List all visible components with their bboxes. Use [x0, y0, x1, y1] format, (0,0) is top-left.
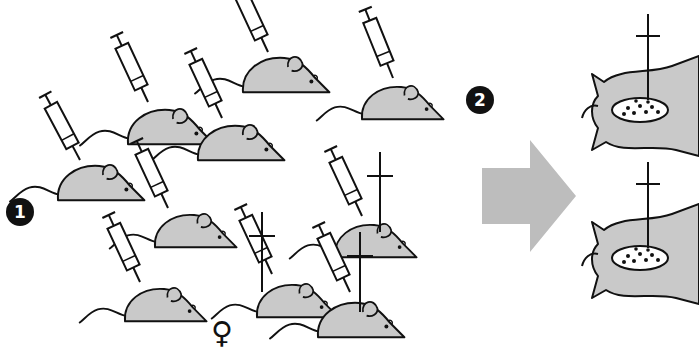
callout-number: 2 — [474, 90, 486, 110]
callout-number: 1 — [14, 202, 26, 222]
female-symbol: ♀ — [211, 315, 233, 350]
